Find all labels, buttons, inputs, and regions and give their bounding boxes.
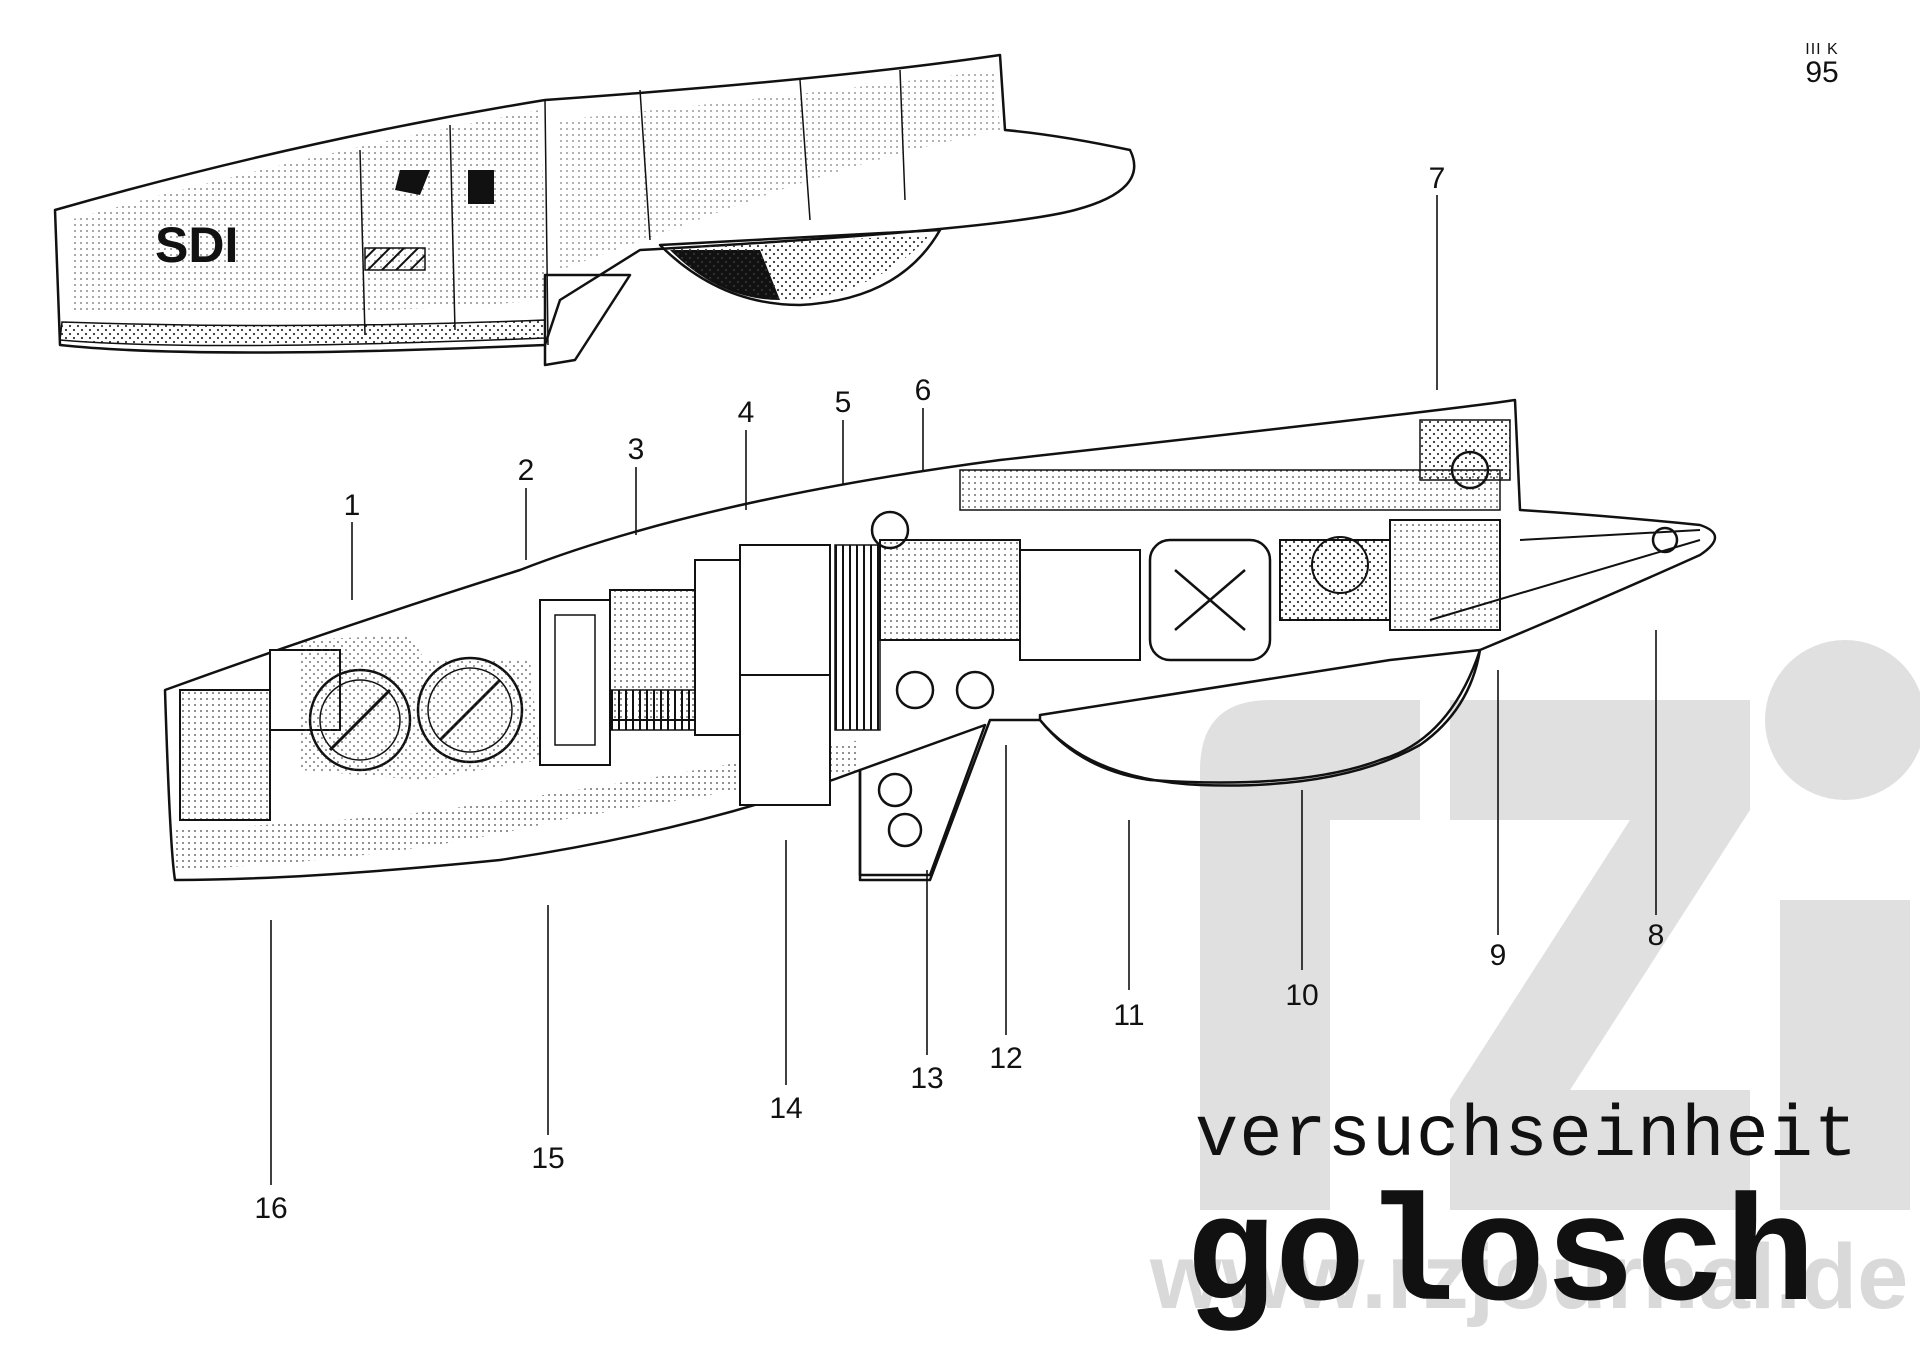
callout-2: 2	[518, 454, 535, 487]
callout-12: 12	[989, 1042, 1022, 1075]
callout-9: 9	[1490, 939, 1507, 972]
exterior-view: SDI	[53, 53, 1136, 367]
callout-6: 6	[915, 374, 932, 407]
callout-7: 7	[1429, 162, 1446, 195]
callout-10: 10	[1285, 979, 1318, 1012]
callout-14: 14	[769, 1092, 802, 1125]
callout-4: 4	[738, 396, 755, 429]
sheet-mark-number: 95	[1805, 56, 1839, 89]
callout-1: 1	[344, 489, 361, 522]
page-title: golosch	[1185, 1175, 1816, 1345]
callout-lines	[270, 195, 1657, 1185]
callout-5: 5	[835, 386, 852, 419]
callout-numbers: 1 2 3 4 5 6 7 8 9 10 11 12 13 14 15 16	[254, 162, 1664, 1225]
callout-13: 13	[910, 1062, 943, 1095]
callout-8: 8	[1648, 919, 1665, 952]
sheet-mark-top: III K	[1805, 41, 1839, 58]
hull-marking: SDI	[155, 217, 238, 273]
sheet-mark: III K 95	[1802, 42, 1842, 88]
callout-15: 15	[531, 1142, 564, 1175]
callout-11: 11	[1113, 999, 1144, 1032]
subtitle: versuchseinheit	[1195, 1095, 1859, 1177]
cutaway-view	[163, 398, 1717, 882]
watermark-url: www.rzjournal.de	[1150, 1226, 1909, 1328]
callout-3: 3	[628, 433, 645, 466]
callout-16: 16	[254, 1192, 287, 1225]
watermark-logo	[1200, 640, 1920, 1210]
